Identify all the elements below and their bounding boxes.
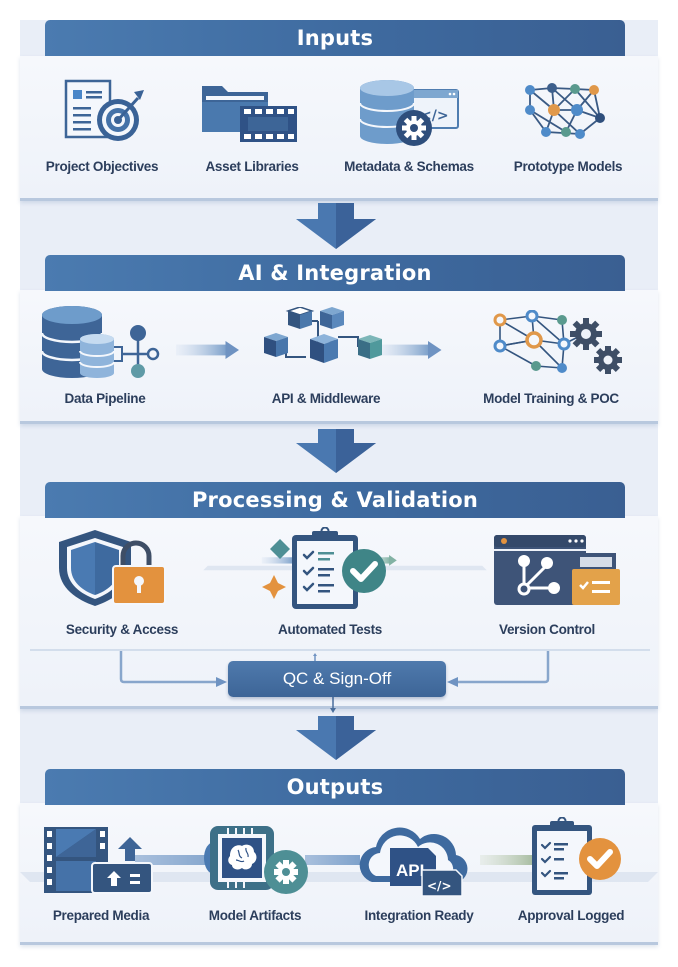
model-artifacts-label: Model Artifacts xyxy=(208,908,302,923)
approval-logged-item xyxy=(528,817,628,897)
folder-film-icon xyxy=(202,86,297,142)
down-arrow-icon xyxy=(296,203,376,249)
outputs-header: Outputs xyxy=(45,769,625,805)
qc-connectors xyxy=(30,649,650,713)
clipboard-approved-icon xyxy=(532,817,621,895)
approval-logged-label: Approval Logged xyxy=(517,908,625,923)
security-access-label: Security & Access xyxy=(65,622,179,637)
connected-cubes-icon xyxy=(264,307,382,363)
automated-tests-item xyxy=(262,527,392,609)
svg-text:</>: </> xyxy=(427,879,452,893)
prototype-models-item xyxy=(522,82,608,142)
svg-text:API: API xyxy=(396,861,424,880)
model-artifacts-item xyxy=(200,822,320,897)
metadata-schemas-item: </> xyxy=(356,78,466,148)
automated-tests-label: Automated Tests xyxy=(277,622,383,637)
project-objectives-item xyxy=(62,78,146,144)
neural-network-gears-icon xyxy=(493,310,622,374)
chip-brain-gear-icon xyxy=(204,826,308,894)
clipboard-check-icon xyxy=(262,527,386,609)
prototype-models-label: Prototype Models xyxy=(513,159,623,174)
inputs-header: Inputs xyxy=(45,20,625,56)
ai-integration-header: AI & Integration xyxy=(45,255,625,291)
shield-lock-icon xyxy=(59,530,166,606)
database-code-gear-icon: </> xyxy=(359,80,459,146)
cloud-api-icon: API </> xyxy=(359,827,468,897)
flow-band xyxy=(176,341,442,359)
project-objectives-label: Project Objectives xyxy=(45,159,159,174)
version-control-item xyxy=(492,533,622,608)
security-access-item xyxy=(55,528,170,606)
branch-window-icon xyxy=(494,535,620,605)
model-training-label: Model Training & POC xyxy=(483,391,619,406)
data-pipeline-label: Data Pipeline xyxy=(64,391,146,406)
down-arrow-icon xyxy=(296,429,376,473)
integration-ready-label: Integration Ready xyxy=(364,908,474,923)
document-target-icon xyxy=(64,79,144,141)
model-training-item xyxy=(490,310,630,380)
down-arrow-icon xyxy=(296,716,376,760)
film-upload-icon xyxy=(44,827,153,894)
flow-band xyxy=(20,855,658,882)
integration-ready-item: API </> xyxy=(352,820,482,898)
asset-libraries-label: Asset Libraries xyxy=(205,159,299,174)
prepared-media-label: Prepared Media xyxy=(52,908,150,923)
prepared-media-item xyxy=(42,825,154,895)
data-pipeline-item xyxy=(40,305,165,383)
asset-libraries-item xyxy=(200,80,300,144)
network-graph-icon xyxy=(525,83,605,139)
qc-signoff-box: QC & Sign-Off xyxy=(228,661,446,697)
api-middleware-label: API & Middleware xyxy=(271,391,381,406)
processing-header: Processing & Validation xyxy=(45,482,625,518)
version-control-label: Version Control xyxy=(498,622,596,637)
database-pipeline-icon xyxy=(40,306,160,378)
api-middleware-item xyxy=(262,307,390,371)
metadata-schemas-label: Metadata & Schemas xyxy=(344,159,474,174)
